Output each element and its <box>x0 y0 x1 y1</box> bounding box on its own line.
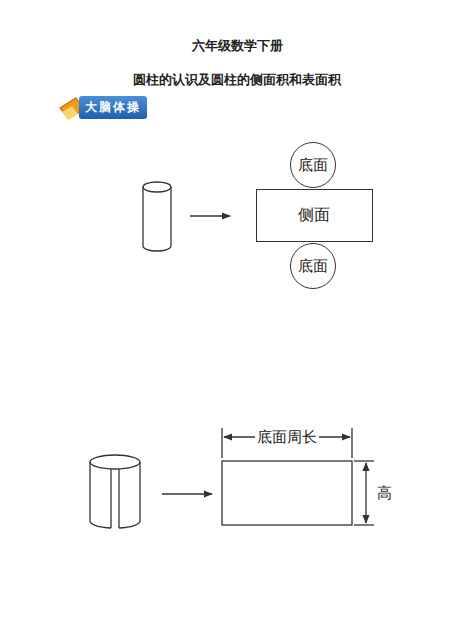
node-text: 大脑体操 <box>85 99 141 116</box>
dimension-line <box>354 461 374 525</box>
unrolled-rectangle <box>222 461 352 525</box>
subtitle: 圆柱的认识及圆柱的侧面积和表面积 <box>131 71 343 89</box>
lateral-rectangle: 侧面 <box>256 189 373 242</box>
node-text: 底面 <box>298 257 328 276</box>
cylinder <box>143 182 171 251</box>
node-text: 底面 <box>298 156 328 175</box>
logo-banner: 大脑体操 <box>79 96 147 119</box>
node-text: 侧面 <box>298 205 330 226</box>
cut-cylinder <box>90 455 140 528</box>
arrow <box>162 493 212 494</box>
dimension-label: 高 <box>375 484 394 503</box>
base-circle: 底面 <box>290 243 336 289</box>
page-title: 六年级数学下册 <box>0 37 474 55</box>
dimension-label: 底面周长 <box>255 428 319 447</box>
arrow <box>190 215 230 216</box>
dimension-line <box>222 428 352 458</box>
base-circle: 底面 <box>290 142 336 188</box>
